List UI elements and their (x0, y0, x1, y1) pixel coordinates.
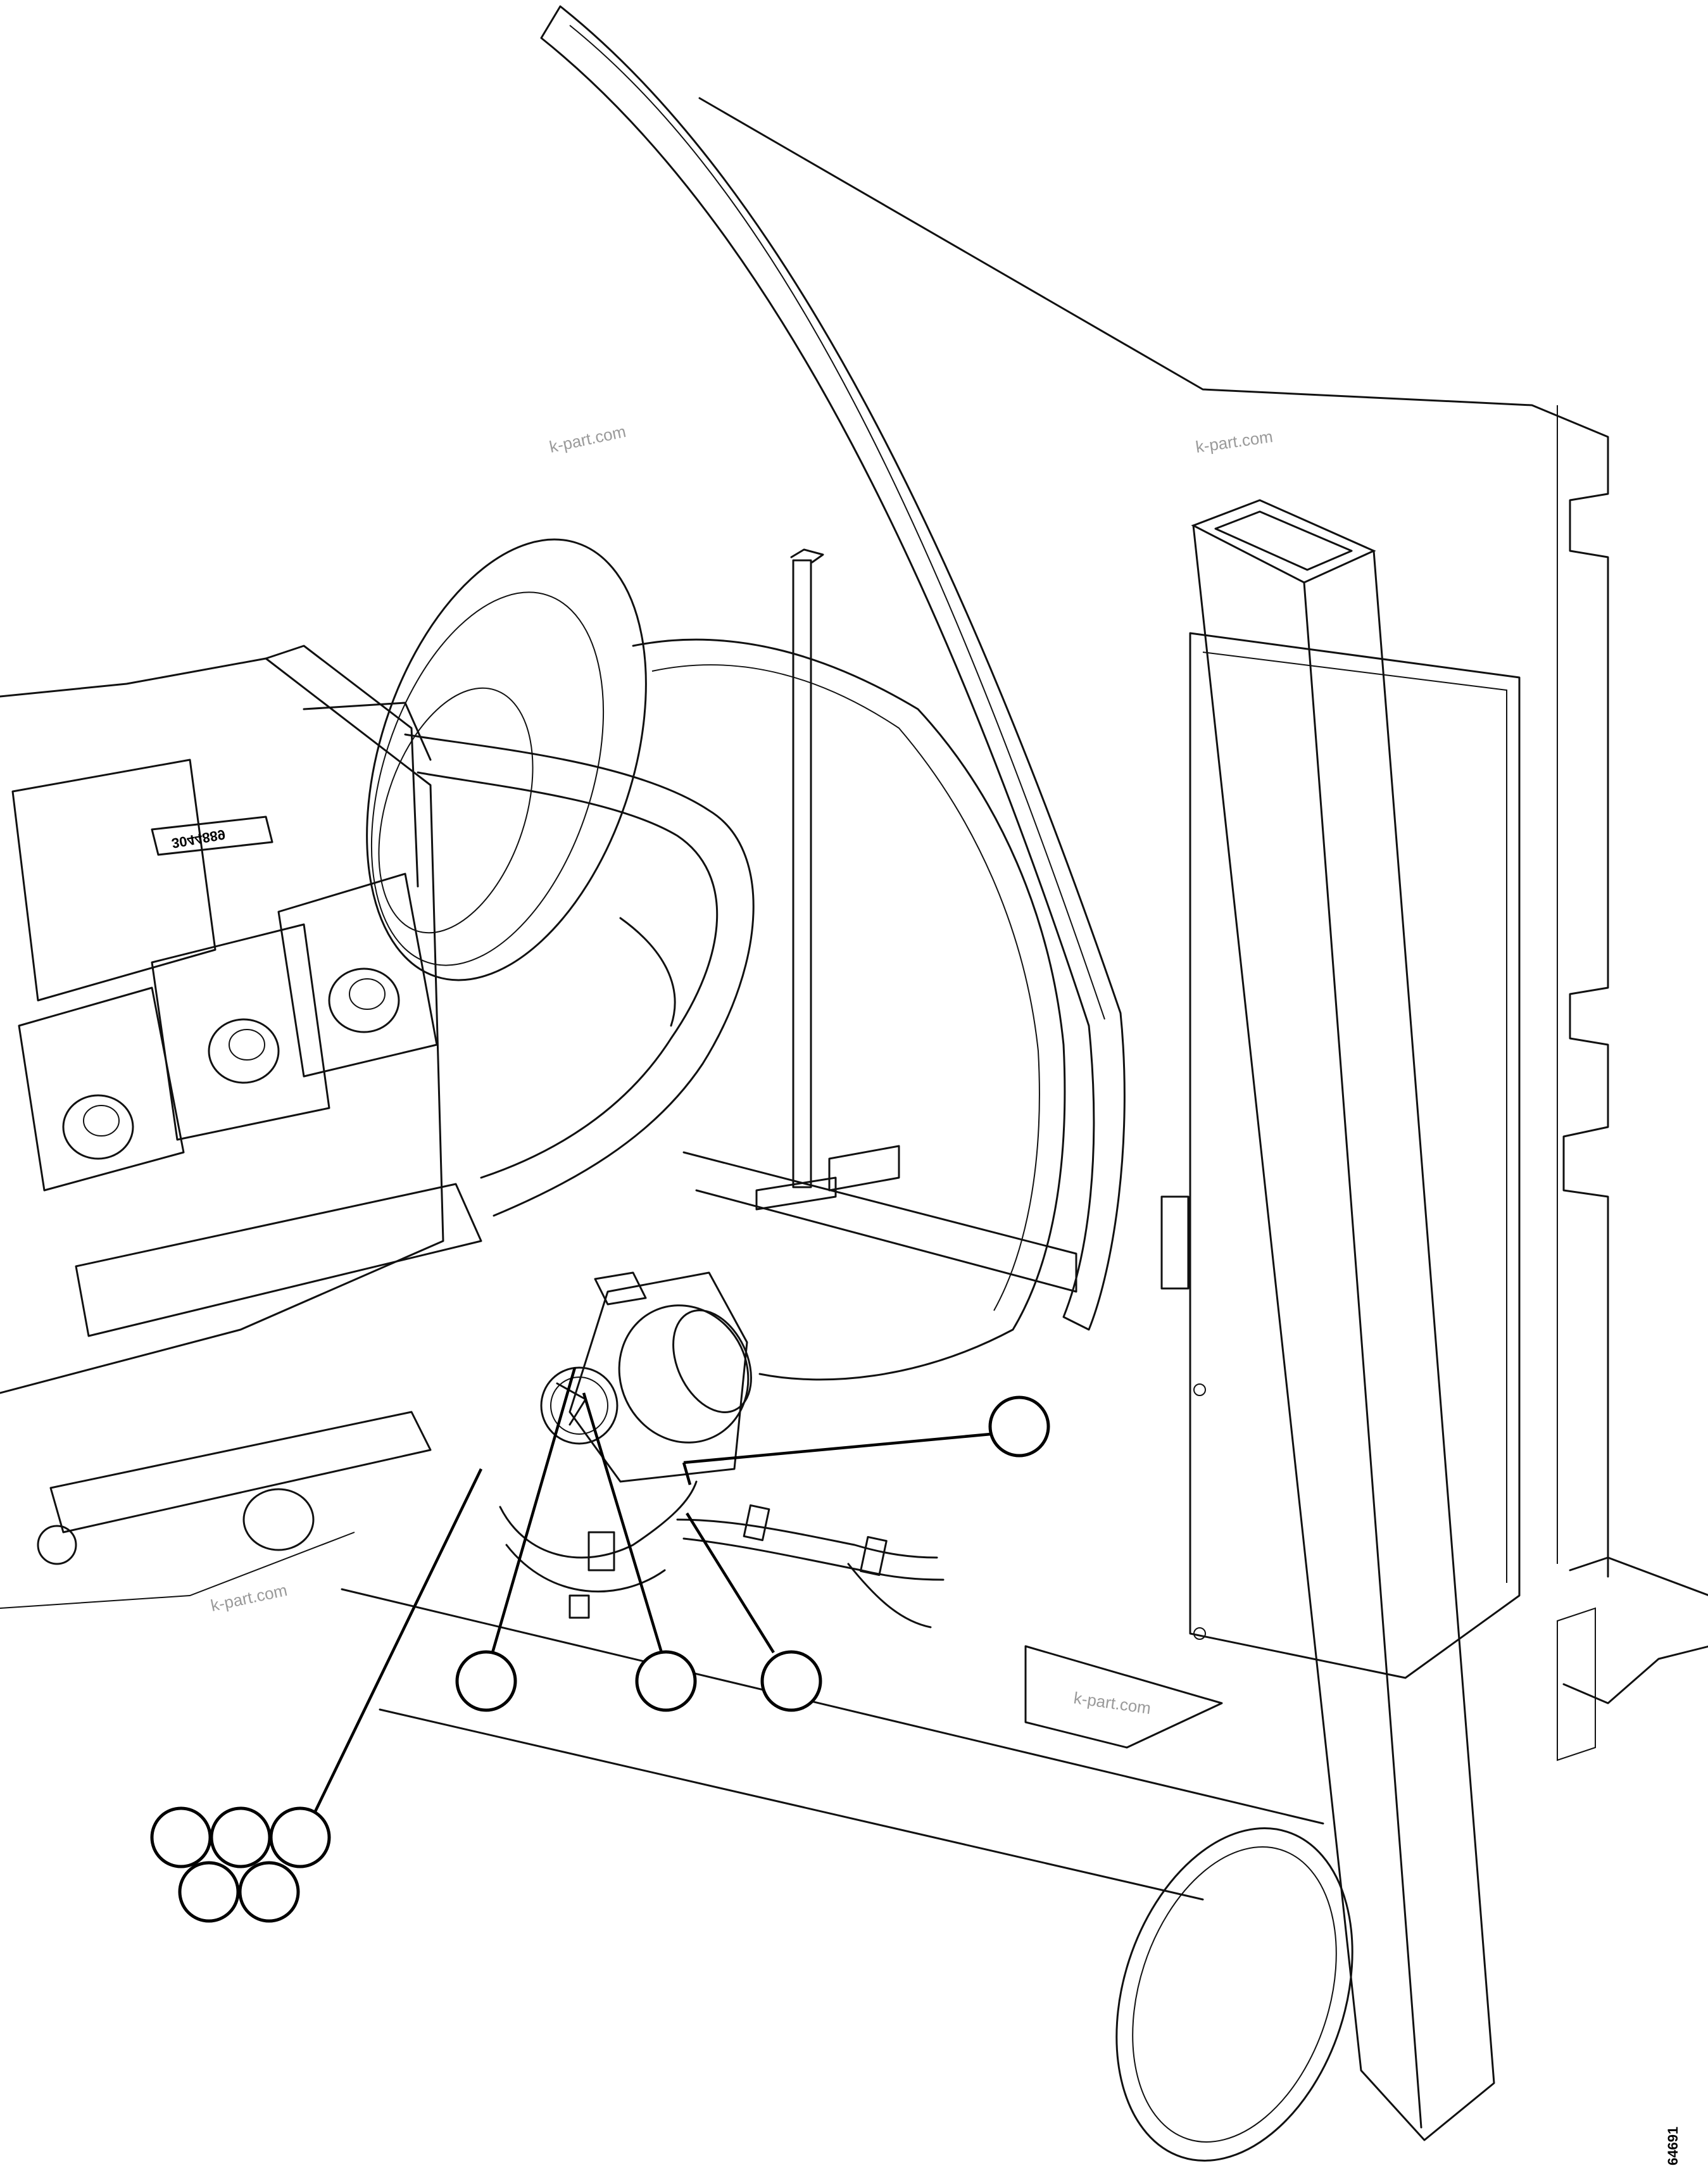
wire-harness (499, 1480, 945, 1628)
support-rod (755, 548, 900, 1211)
upright-post (1191, 499, 1495, 2141)
callout-balloon-b[interactable] (455, 1650, 517, 1712)
callout-balloon-i[interactable] (238, 1861, 300, 1923)
callout-balloons (150, 1395, 1050, 1923)
callout-balloon-c[interactable] (635, 1650, 697, 1712)
watermark-1: k-part.com (548, 422, 627, 457)
callout-balloon-f[interactable] (210, 1806, 272, 1868)
callout-balloon-e[interactable] (150, 1806, 212, 1868)
crossmember (682, 1151, 1708, 1761)
frame-plate (1160, 632, 1521, 1679)
watermark-2: k-part.com (1195, 427, 1274, 457)
callout-balloon-a[interactable] (988, 1395, 1050, 1458)
fan-shroud (632, 638, 1066, 1381)
watermark-4: k-part.com (1072, 1688, 1152, 1718)
hood-panel (540, 5, 1609, 1578)
fan-wheel (366, 538, 676, 1027)
alternator (540, 1271, 752, 1483)
watermark-3: k-part.com (209, 1580, 289, 1615)
callout-leaders (312, 1367, 991, 1815)
callout-balloon-g[interactable] (269, 1806, 331, 1868)
callout-balloon-d[interactable] (760, 1650, 822, 1712)
engine-block (0, 645, 482, 1609)
drawing-code: 64691 (1665, 2127, 1681, 2165)
exhaust-pipe (341, 1588, 1353, 2162)
coolant-hose (404, 733, 755, 1217)
callout-balloon-h[interactable] (178, 1861, 240, 1923)
